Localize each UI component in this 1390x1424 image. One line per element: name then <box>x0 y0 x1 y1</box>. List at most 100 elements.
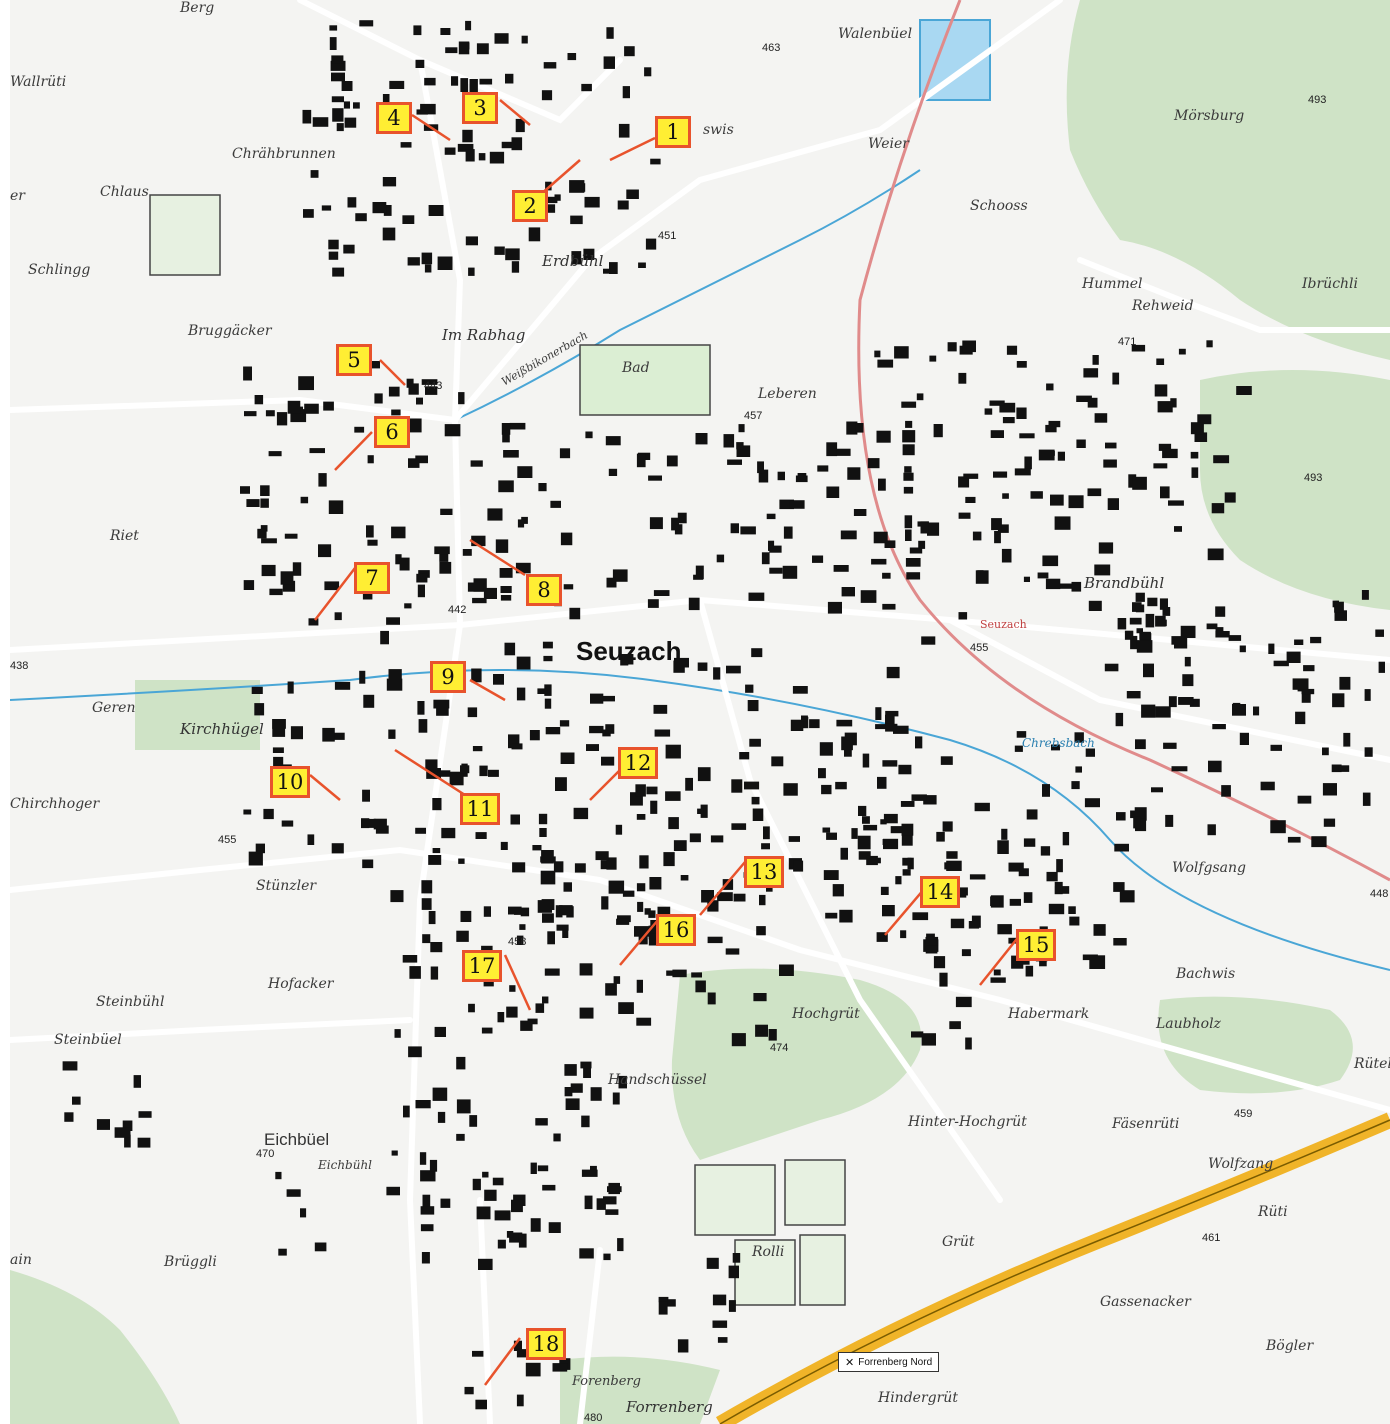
building <box>946 860 962 871</box>
building <box>1253 706 1260 716</box>
building <box>1008 862 1024 872</box>
building <box>749 738 761 747</box>
marker-5[interactable]: 5 <box>336 344 372 376</box>
building <box>472 746 483 752</box>
marker-8[interactable]: 8 <box>526 574 562 606</box>
marker-1[interactable]: 1 <box>655 116 691 148</box>
building <box>595 851 609 861</box>
building <box>1270 820 1286 834</box>
building <box>1023 892 1033 903</box>
building <box>1037 572 1049 579</box>
building <box>304 403 319 414</box>
building <box>321 205 332 211</box>
building <box>408 383 419 395</box>
building <box>875 724 887 730</box>
building <box>1002 417 1015 424</box>
building <box>437 256 453 270</box>
building <box>386 617 400 625</box>
building <box>707 992 716 1005</box>
marker-18[interactable]: 18 <box>526 1328 566 1360</box>
building <box>240 486 250 494</box>
building <box>1042 784 1050 797</box>
building <box>330 60 346 71</box>
building <box>1197 414 1212 425</box>
marker-15[interactable]: 15 <box>1016 929 1056 961</box>
marker-6[interactable]: 6 <box>374 416 410 448</box>
place-label: swis <box>703 122 734 138</box>
building <box>653 590 670 596</box>
sports-fields <box>149 194 846 1306</box>
marker-3[interactable]: 3 <box>462 92 498 124</box>
place-label: Berg <box>180 0 215 16</box>
building <box>334 732 345 740</box>
building <box>882 603 896 610</box>
building <box>579 1248 594 1259</box>
building <box>757 461 764 474</box>
marker-2[interactable]: 2 <box>512 190 548 222</box>
building <box>1048 903 1065 915</box>
marker-16[interactable]: 16 <box>656 914 696 946</box>
building <box>1068 906 1076 914</box>
building <box>990 977 1006 983</box>
exit-sign: ✕ Forrenberg Nord <box>838 1352 940 1372</box>
building <box>1071 581 1082 592</box>
marker-9[interactable]: 9 <box>430 661 466 693</box>
building <box>394 1029 401 1038</box>
building <box>732 1253 741 1263</box>
building <box>1098 542 1114 554</box>
building <box>472 597 487 604</box>
building <box>451 76 459 86</box>
building <box>469 1115 478 1127</box>
building <box>353 102 360 109</box>
building <box>525 1362 541 1377</box>
building <box>458 392 465 405</box>
building <box>583 1066 591 1078</box>
marker-11[interactable]: 11 <box>460 793 500 825</box>
building <box>883 813 898 824</box>
building <box>64 1112 74 1122</box>
building <box>1310 636 1322 644</box>
building <box>553 1133 561 1142</box>
building <box>564 1064 577 1076</box>
building <box>444 147 456 155</box>
building <box>471 535 486 547</box>
building <box>840 530 857 540</box>
building <box>792 686 808 694</box>
building <box>1051 744 1060 751</box>
building <box>1126 691 1141 699</box>
building <box>286 1189 301 1197</box>
building <box>260 485 270 496</box>
building <box>882 760 898 767</box>
building <box>1212 724 1226 730</box>
marker-7[interactable]: 7 <box>354 562 390 594</box>
place-label: Eichbühl <box>318 1158 373 1172</box>
building <box>309 448 325 454</box>
marker-17[interactable]: 17 <box>462 950 502 982</box>
building <box>428 205 444 216</box>
marker-14[interactable]: 14 <box>920 876 960 908</box>
marker-10[interactable]: 10 <box>270 766 310 798</box>
building <box>300 496 309 504</box>
building <box>1026 809 1038 820</box>
building <box>819 742 833 756</box>
marker-13[interactable]: 13 <box>744 856 784 888</box>
building <box>886 666 900 679</box>
building <box>552 1363 568 1372</box>
place-label: Eichbüel <box>264 1130 330 1149</box>
building <box>261 538 277 544</box>
topographic-map[interactable]: Berg Walenbüel Wallrüti Mörsburg Weier C… <box>10 0 1390 1424</box>
building <box>1018 868 1029 877</box>
building <box>783 526 793 539</box>
building <box>510 814 520 825</box>
place-label: Hochgrüt <box>792 1006 860 1022</box>
marker-12[interactable]: 12 <box>618 747 658 779</box>
building <box>440 1198 451 1208</box>
building <box>388 729 396 739</box>
building <box>1294 639 1304 645</box>
elevation-label: 493 <box>1304 472 1323 484</box>
building <box>929 355 937 362</box>
building <box>713 667 721 680</box>
building <box>1014 468 1031 476</box>
marker-4[interactable]: 4 <box>376 102 412 134</box>
building <box>1323 818 1336 827</box>
